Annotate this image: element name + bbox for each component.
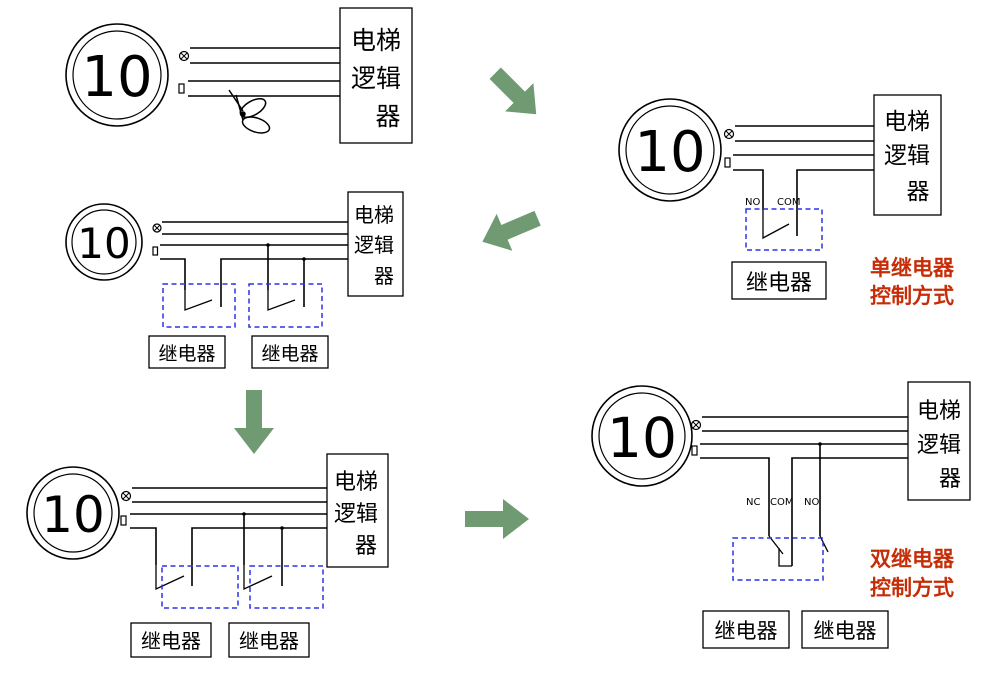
floor-number: 10 [607, 406, 677, 470]
caption-line-2: 控制方式 [870, 576, 954, 600]
caption-line-2: 控制方式 [870, 284, 954, 308]
relay-contact-box [161, 565, 239, 609]
floor-button: 10 [65, 203, 143, 281]
logic-line-3: 器 [355, 534, 377, 559]
relay-contact-box [732, 537, 824, 581]
relay-contact-box [249, 565, 324, 609]
panel-two-relays: 10 电梯 逻辑 器 继电器 [65, 191, 404, 369]
button-terminals [120, 490, 132, 526]
logic-line-1: 电梯 [334, 470, 378, 495]
contact-nc-label: NC [746, 497, 760, 508]
relay-label: 继电器 [158, 343, 215, 365]
relay-box: 继电器 [148, 335, 226, 369]
wires [160, 221, 348, 311]
caption-line-1: 双继电器 [870, 547, 955, 571]
relay-box: 继电器 [731, 261, 827, 300]
logic-line-1: 电梯 [917, 399, 961, 424]
logic-line-2: 逻辑 [351, 64, 401, 93]
button-terminals [723, 128, 735, 168]
relay-box: 继电器 [251, 335, 329, 369]
logic-line-1: 电梯 [351, 26, 401, 55]
floor-number: 10 [77, 219, 130, 268]
logic-line-2: 逻辑 [334, 502, 378, 527]
logic-line-3: 器 [907, 179, 930, 205]
button-terminals [152, 223, 162, 256]
logic-line-3: 器 [374, 264, 394, 288]
floor-number: 10 [81, 45, 152, 110]
relay-label: 继电器 [814, 619, 877, 643]
logic-controller: 电梯 逻辑 器 [339, 7, 413, 144]
contact-com-label: COM [777, 197, 800, 208]
logic-line-2: 逻辑 [917, 433, 961, 458]
wires [733, 125, 874, 240]
wires [700, 416, 908, 567]
button-terminals [690, 419, 702, 456]
wires [130, 487, 327, 591]
logic-line-2: 逻辑 [354, 233, 394, 257]
panel-original-wiring: 10 电梯 逻辑 器 [65, 7, 413, 144]
flow-arrow-down-left [482, 210, 541, 251]
floor-number: 10 [634, 120, 705, 185]
contact-no-label: NO [745, 197, 760, 208]
contact-com-label: COM [770, 497, 793, 508]
flow-arrow-down [234, 390, 274, 454]
panel-dual-relay: 10 NC COM NO 电梯 逻辑 器 [591, 381, 971, 649]
relay-box: 继电器 [801, 610, 889, 649]
floor-number: 10 [41, 486, 105, 544]
floor-button: 10 [618, 98, 722, 202]
relay-contact-box [745, 208, 823, 251]
floor-button: 10 [26, 466, 120, 560]
relay-label: 继电器 [239, 629, 299, 653]
logic-controller: 电梯 逻辑 器 [326, 453, 389, 568]
caption-line-1: 单继电器 [870, 256, 955, 280]
logic-controller: 电梯 逻辑 器 [907, 381, 971, 501]
logic-line-1: 电梯 [354, 203, 394, 227]
scissors-icon [228, 89, 271, 134]
logic-line-3: 器 [939, 467, 961, 492]
relay-contact-box [248, 283, 323, 328]
relay-box: 继电器 [228, 622, 310, 658]
panel-single-relay: 10 NO COM 电梯 逻辑 器 继电器 单继电器 控制方式 [618, 94, 955, 308]
contact-no-label: NO [804, 497, 819, 508]
panel-two-relays-alt: 10 电梯 逻辑 器 继电器 [26, 453, 389, 658]
logic-line-2: 逻辑 [884, 143, 930, 169]
relay-box: 继电器 [702, 610, 790, 649]
logic-line-3: 器 [375, 102, 400, 131]
logic-line-1: 电梯 [884, 109, 930, 135]
relay-label: 继电器 [715, 619, 778, 643]
relay-contact-box [162, 283, 236, 328]
button-terminals [178, 50, 190, 94]
floor-button: 10 [65, 23, 169, 127]
flow-arrow-down-right [489, 67, 537, 115]
floor-button: 10 [591, 385, 693, 487]
relay-label: 继电器 [141, 629, 201, 653]
wires [188, 47, 340, 97]
logic-controller: 电梯 逻辑 器 [873, 94, 942, 216]
relay-label: 继电器 [261, 343, 318, 365]
logic-controller: 电梯 逻辑 器 [347, 191, 404, 297]
relay-label: 继电器 [746, 271, 812, 296]
relay-box: 继电器 [130, 622, 212, 658]
flow-arrow-right [465, 499, 529, 539]
